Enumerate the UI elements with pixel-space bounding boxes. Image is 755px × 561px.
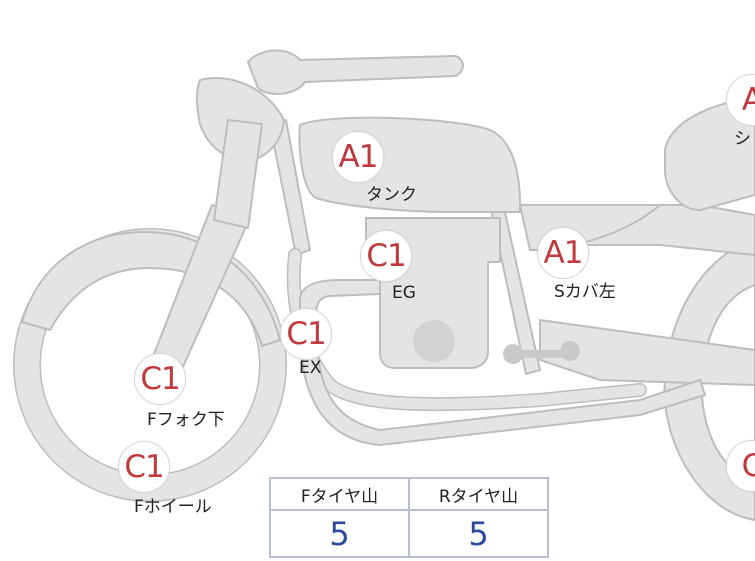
front-fork-lower-label: Fフォク下 bbox=[147, 410, 225, 430]
ex-label: EX bbox=[299, 358, 322, 378]
eg-grade: C1 bbox=[366, 238, 406, 274]
rear-wheel-grade: C bbox=[741, 448, 755, 484]
front-fender-shape bbox=[21, 231, 281, 347]
frame-loop-inner bbox=[288, 249, 646, 410]
side-cover-left-grade: A1 bbox=[543, 235, 584, 271]
seat-label: シ bbox=[734, 129, 751, 149]
eg-label: EG bbox=[392, 283, 416, 303]
tank-label: タンク bbox=[366, 185, 417, 205]
front-wheel-label: Fホイール bbox=[134, 497, 212, 517]
side-cover-left-label: Sカバ左 bbox=[554, 282, 616, 302]
tank-grade: A1 bbox=[338, 139, 379, 175]
front-wheel-grade: C1 bbox=[124, 449, 164, 485]
tire-tread-value-row: 5 5 bbox=[269, 509, 549, 558]
front-fork-lower-grade-marker[interactable]: C1 bbox=[134, 353, 186, 405]
front-wheel-grade-marker[interactable]: C1 bbox=[118, 441, 170, 493]
ex-grade-marker[interactable]: C1 bbox=[280, 308, 332, 360]
rear-tire-tread-header: Rタイヤ山 bbox=[408, 477, 549, 511]
side-cover-left-grade-marker[interactable]: A1 bbox=[537, 227, 589, 279]
exhaust-pipe-shape bbox=[299, 279, 706, 446]
rear-shock-shape bbox=[503, 341, 580, 364]
front-fork-lower-grade: C1 bbox=[140, 361, 180, 397]
seat-shape bbox=[664, 97, 755, 211]
tire-tread-table: Fタイヤ山 Rタイヤ山 5 5 bbox=[269, 477, 549, 558]
seat-grade: A bbox=[741, 82, 755, 118]
eg-grade-marker[interactable]: C1 bbox=[360, 230, 412, 282]
rear-tire-tread-value: 5 bbox=[408, 509, 549, 558]
engine-cover-shape bbox=[413, 320, 455, 362]
handlebar-shape bbox=[247, 49, 464, 95]
tank-grade-marker[interactable]: A1 bbox=[332, 131, 384, 183]
front-tire-tread-header: Fタイヤ山 bbox=[269, 477, 410, 511]
ex-grade: C1 bbox=[286, 316, 326, 352]
tire-tread-header-row: Fタイヤ山 Rタイヤ山 bbox=[269, 477, 549, 511]
front-tire-tread-value: 5 bbox=[269, 509, 410, 558]
front-fork-upper bbox=[213, 119, 263, 229]
seat-grade-marker[interactable]: A bbox=[726, 74, 755, 126]
